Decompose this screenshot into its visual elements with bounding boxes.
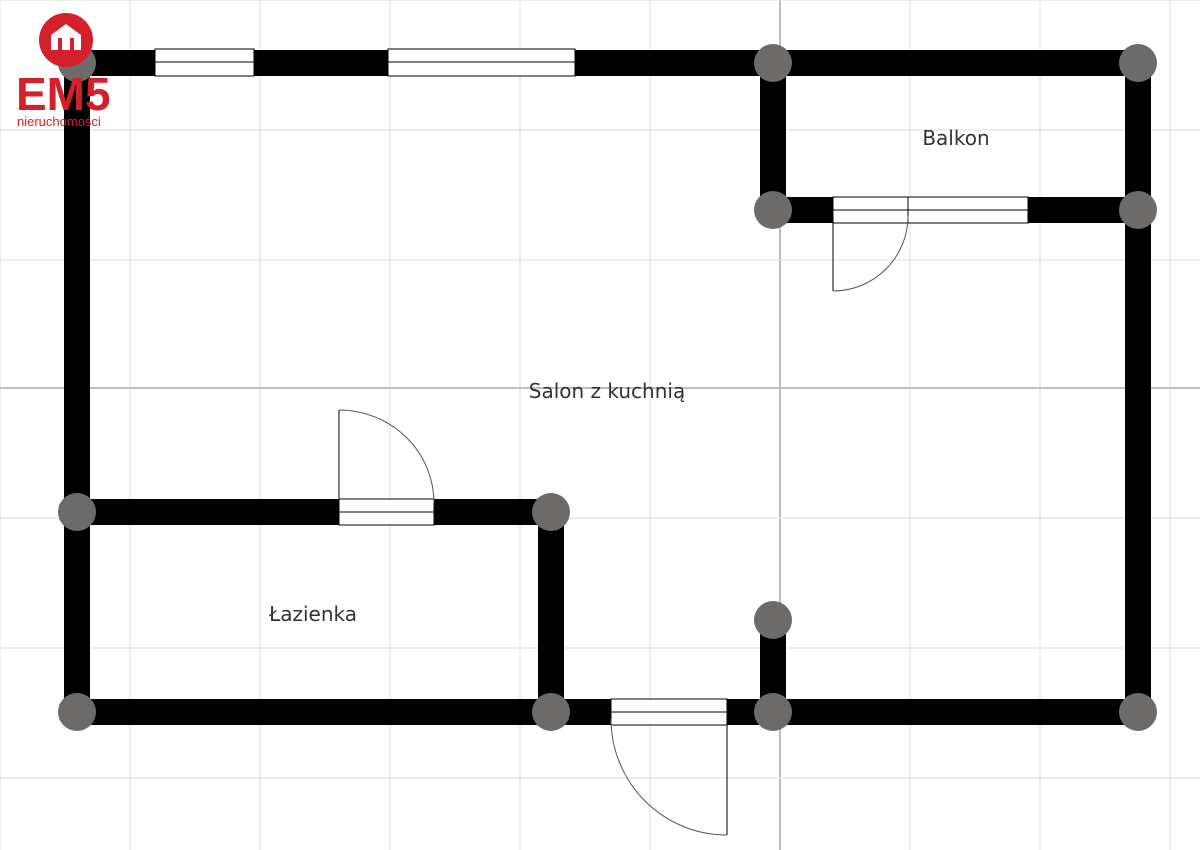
wall-joints (58, 44, 1157, 731)
window-balcony (907, 196, 1029, 224)
door-entrance (610, 698, 728, 836)
doors (338, 196, 909, 836)
wall-joint (754, 601, 792, 639)
logo-tagline: nieruchomości (17, 114, 101, 129)
logo-brand: EM5 (16, 68, 111, 120)
door-balcony (832, 196, 909, 292)
wall-joint (532, 493, 570, 531)
wall-joint (532, 693, 570, 731)
window-top-2 (387, 48, 576, 77)
wall-joint (754, 693, 792, 731)
wall-joint (58, 493, 96, 531)
room-label-balkon: Balkon (922, 126, 989, 150)
wall-joint (754, 191, 792, 229)
house-icon (51, 24, 81, 50)
room-label-lazienka: Łazienka (268, 602, 357, 626)
wall-joint (754, 44, 792, 82)
window-top-1 (154, 48, 255, 77)
wall-joint (1119, 191, 1157, 229)
wall-joint (1119, 693, 1157, 731)
door-bathroom (338, 409, 435, 526)
company-logo: EM5 nieruchomości (16, 13, 111, 129)
wall-joint (58, 693, 96, 731)
wall-joint (1119, 44, 1157, 82)
room-label-salon: Salon z kuchnią (529, 379, 685, 403)
